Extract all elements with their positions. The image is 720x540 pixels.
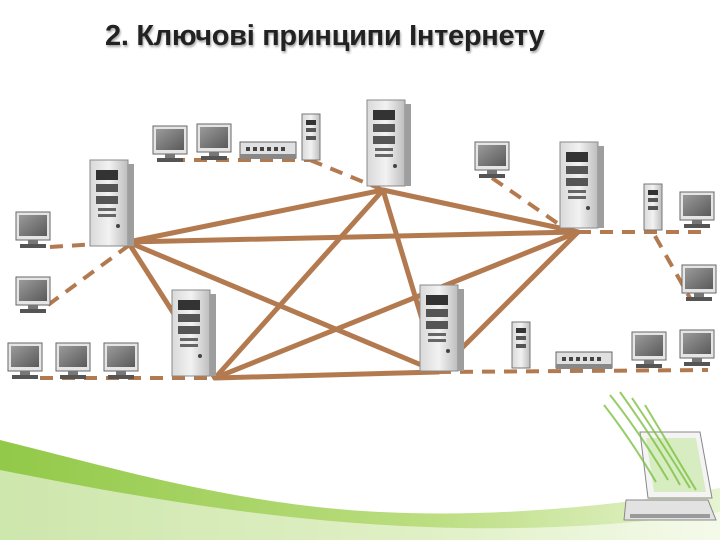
server-icon: [511, 321, 531, 369]
server-icon: [301, 113, 321, 161]
server-icon: [559, 141, 605, 229]
server-icon: [419, 284, 465, 372]
backbone-link: [212, 187, 386, 381]
backbone-link: [125, 229, 581, 245]
backbone-link: [380, 187, 581, 235]
computer-icon: [15, 276, 51, 314]
slide-title: 2. Ключові принципи Інтернету: [105, 20, 545, 52]
server-icon: [643, 183, 663, 231]
server-icon: [171, 289, 217, 377]
computer-icon: [679, 191, 715, 229]
server-icon: [89, 159, 135, 247]
computer-icon: [7, 342, 43, 380]
local-link: [653, 235, 692, 299]
local-link: [490, 176, 562, 227]
backbone-link: [125, 187, 386, 245]
computer-icon: [15, 211, 51, 249]
server-icon: [366, 99, 412, 187]
computer-icon: [631, 331, 667, 369]
computer-icon: [55, 342, 91, 380]
backbone-link: [212, 229, 581, 381]
computer-icon: [679, 329, 715, 367]
network-switch-icon: [555, 351, 613, 370]
green-streaks-decoration: [603, 391, 697, 491]
computer-icon: [196, 123, 232, 161]
backbone-link: [212, 369, 441, 381]
backbone-link: [125, 239, 441, 375]
local-link: [437, 368, 709, 374]
computer-icon: [152, 125, 188, 163]
computer-icon: [103, 342, 139, 380]
computer-icon: [474, 141, 510, 179]
local-link: [46, 244, 130, 307]
network-switch-icon: [239, 141, 297, 160]
green-wave-decoration: [0, 440, 720, 540]
